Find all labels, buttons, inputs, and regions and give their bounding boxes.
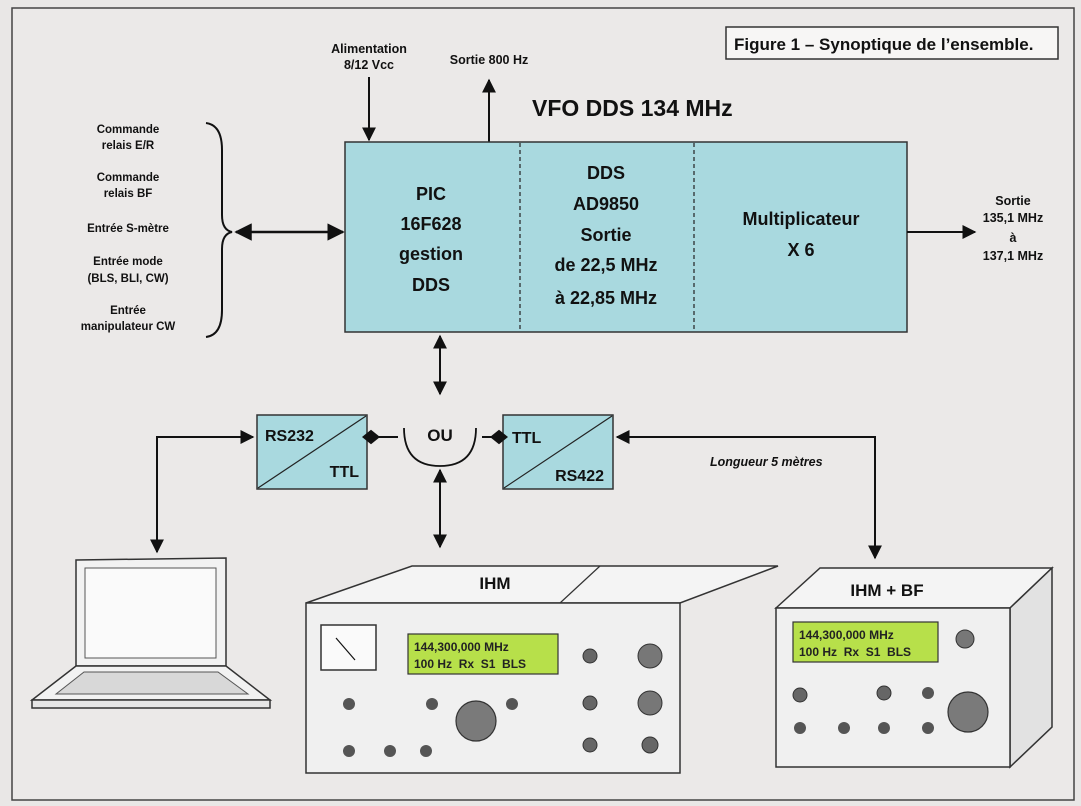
output-800-label: Sortie 800 Hz xyxy=(450,53,529,67)
ihm-knob xyxy=(582,648,598,664)
ihm-knob xyxy=(343,698,355,710)
pic-line: gestion xyxy=(399,244,463,264)
output-line: à xyxy=(1010,231,1017,245)
ou-label: OU xyxy=(427,426,453,445)
dds-line: AD9850 xyxy=(573,194,639,214)
mult-block-text: Multiplicateur X 6 xyxy=(742,209,859,260)
laptop-keyboard xyxy=(54,671,250,695)
rs232-bottom-label: TTL xyxy=(330,464,360,481)
ihm-lcd-line2: 100 Hz Rx S1 BLS xyxy=(414,657,526,671)
ihm-knob xyxy=(641,736,659,754)
signal-label: manipulateur CW xyxy=(81,321,176,333)
rs422-bottom-label: RS422 xyxy=(555,468,604,485)
signal-label: Entrée xyxy=(110,305,146,317)
output-line: Sortie xyxy=(995,194,1030,208)
pic-block-text: PIC 16F628 gestion DDS xyxy=(399,184,463,295)
ihm-meter-needle xyxy=(335,637,356,661)
mult-line: X 6 xyxy=(787,240,814,260)
ihm-bf-main-knob xyxy=(947,691,989,733)
ihm-knob xyxy=(582,695,598,711)
dds-line: DDS xyxy=(587,163,625,183)
rs422-diagonal xyxy=(503,415,613,489)
pc-link xyxy=(150,430,255,554)
signal-label: relais BF xyxy=(104,188,153,200)
rs232-diagonal xyxy=(257,415,367,489)
ihm-bf-knob xyxy=(792,687,808,703)
remote-link xyxy=(615,430,882,560)
ihm-bf-label: IHM + BF xyxy=(850,581,923,600)
mult-line: Multiplicateur xyxy=(742,209,859,229)
signal-label: relais E/R xyxy=(102,140,155,152)
ihm-bf-knob xyxy=(955,629,975,649)
ihm-bf-knob xyxy=(922,722,934,734)
ihm-bf-knob xyxy=(878,722,890,734)
figure-caption: Figure 1 – Synoptique de l’ensemble. xyxy=(734,35,1033,54)
ihm-bf-knob xyxy=(922,687,934,699)
ihm-unit: 144,300,000 MHz 100 Hz Rx S1 BLS xyxy=(305,565,779,774)
ihm-knob xyxy=(426,698,438,710)
ihm-label: IHM xyxy=(479,574,510,593)
signal-label: Commande xyxy=(97,172,160,184)
signal-label: (BLS, BLI, CW) xyxy=(87,273,168,285)
cable-length-label: Longueur 5 mètres xyxy=(710,455,823,469)
left-signal-labels: Commande relais E/R Commande relais BF E… xyxy=(81,124,176,333)
dds-line: de 22,5 MHz xyxy=(554,255,657,275)
ihm-bf-lcd-line1: 144,300,000 MHz xyxy=(799,628,894,642)
ihm-knob xyxy=(637,690,663,716)
pic-line: DDS xyxy=(412,275,450,295)
laptop xyxy=(29,557,273,709)
laptop-edge xyxy=(31,699,271,709)
ihm-bf-knob xyxy=(794,722,806,734)
pic-line: PIC xyxy=(416,184,446,204)
ihm-bf-knob xyxy=(838,722,850,734)
output-line: 137,1 MHz xyxy=(983,249,1043,263)
rs422-top-label: TTL xyxy=(512,430,542,447)
diagram-title: VFO DDS 134 MHz xyxy=(532,95,733,121)
ihm-knob xyxy=(637,643,663,669)
pic-line: 16F628 xyxy=(400,214,461,234)
vfo-main-block xyxy=(344,141,908,333)
ihm-main-knob xyxy=(455,700,497,742)
ihm-meter xyxy=(320,624,377,671)
ihm-knob xyxy=(384,745,396,757)
ihm-knob xyxy=(420,745,432,757)
dds-block-text: DDS AD9850 Sortie de 22,5 MHz à 22,85 MH… xyxy=(554,163,657,308)
signal-label: Entrée S-mètre xyxy=(87,223,169,235)
ihm-lcd xyxy=(407,633,559,675)
output-line: 135,1 MHz xyxy=(983,211,1043,225)
ou-switch-arc xyxy=(403,427,477,467)
signal-label: Entrée mode xyxy=(93,256,163,268)
ihm-top-divider xyxy=(559,565,601,604)
ihm-bf-lcd xyxy=(792,621,939,663)
dds-line: à 22,85 MHz xyxy=(555,288,657,308)
ihm-bf-knob xyxy=(876,685,892,701)
ihm-knob xyxy=(343,745,355,757)
signal-label: Commande xyxy=(97,124,160,136)
power-label-1: Alimentation xyxy=(331,42,407,56)
ihm-knob xyxy=(582,737,598,753)
signals-brace xyxy=(205,122,233,338)
laptop-screen xyxy=(84,567,217,659)
ihm-bf-unit: 144,300,000 MHz 100 Hz Rx S1 BLS xyxy=(774,566,1054,769)
ihm-knob xyxy=(506,698,518,710)
output-label: Sortie 135,1 MHz à 137,1 MHz xyxy=(983,194,1043,263)
caption-box xyxy=(725,26,1059,60)
power-label-2: 8/12 Vcc xyxy=(344,58,394,72)
dds-line: Sortie xyxy=(580,225,631,245)
ihm-bf-lcd-line2: 100 Hz Rx S1 BLS xyxy=(799,645,911,659)
rs232-top-label: RS232 xyxy=(265,428,314,445)
ihm-lcd-line1: 144,300,000 MHz xyxy=(414,640,509,654)
